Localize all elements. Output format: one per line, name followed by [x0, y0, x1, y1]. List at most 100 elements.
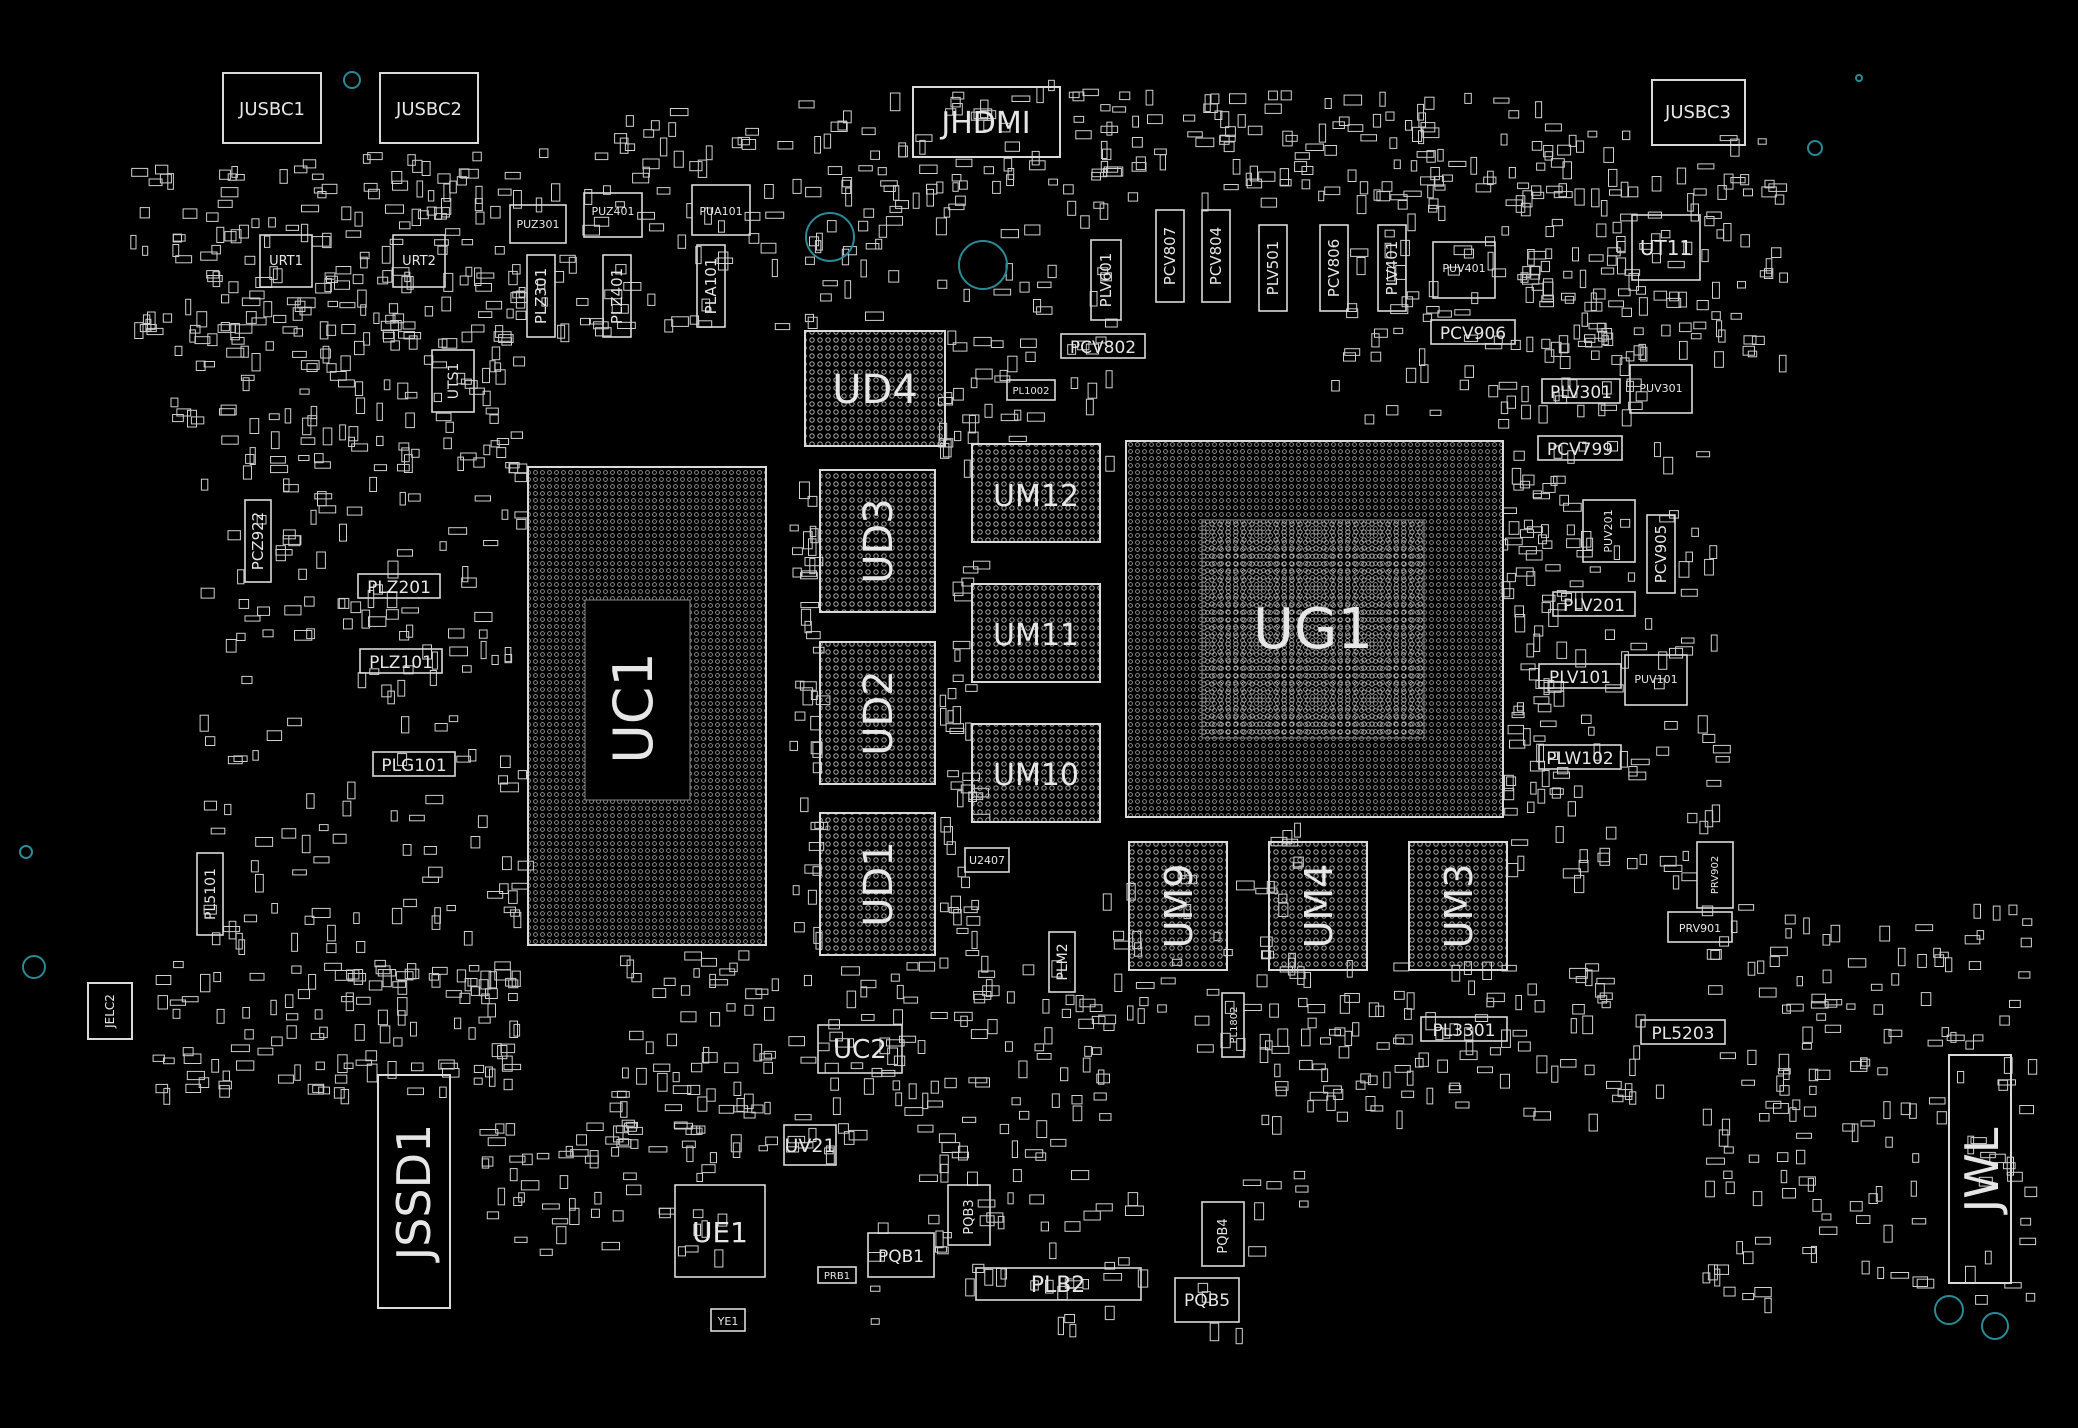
passive-component — [1715, 756, 1730, 763]
passive-component — [437, 173, 451, 184]
passive-component — [391, 171, 403, 184]
passive-component — [957, 790, 964, 808]
passive-component — [1214, 110, 1223, 120]
passive-component — [1050, 1138, 1067, 1147]
passive-component — [424, 306, 434, 317]
passive-component — [226, 347, 245, 358]
passive-component — [733, 1081, 742, 1096]
passive-component — [760, 242, 777, 254]
passive-component — [745, 988, 763, 1000]
passive-component — [411, 448, 420, 458]
passive-component — [805, 186, 822, 198]
passive-component — [1387, 266, 1396, 282]
passive-component — [343, 1062, 354, 1069]
passive-component — [241, 297, 261, 307]
passive-component — [1768, 183, 1788, 192]
passive-component — [481, 1158, 490, 1169]
passive-component — [649, 223, 665, 232]
passive-component — [1769, 956, 1780, 967]
passive-component — [1529, 266, 1541, 280]
jwl-label: JWL — [1955, 1127, 2009, 1215]
passive-component — [284, 994, 294, 1008]
passive-component — [672, 1072, 680, 1083]
passive-component — [973, 993, 986, 1004]
passive-component — [792, 547, 803, 556]
passive-component — [341, 206, 352, 221]
passive-component — [1487, 170, 1494, 186]
passive-component — [434, 907, 441, 924]
passive-component — [1751, 335, 1765, 345]
passive-component — [1629, 1091, 1637, 1105]
passive-component — [504, 171, 521, 180]
passive-component — [271, 1036, 283, 1047]
passive-component — [764, 184, 774, 199]
passive-component — [1512, 1029, 1528, 1037]
memory-chips[interactable]: UD4 UD3 UD2 UD1 UM12 UM11 UM10 UM9 UM4 U… — [804, 330, 1508, 971]
passive-component — [1621, 409, 1632, 427]
passive-component — [1320, 1037, 1331, 1045]
passive-component — [244, 255, 256, 265]
passive-component — [1633, 327, 1644, 336]
passive-component — [474, 198, 483, 212]
passive-component — [249, 290, 265, 300]
passive-component — [1147, 114, 1163, 125]
passive-component — [559, 1175, 569, 1189]
passive-component — [376, 402, 383, 421]
passive-component — [1329, 1028, 1341, 1036]
passive-component — [486, 1211, 500, 1220]
passive-component — [294, 1064, 301, 1081]
uc1-cpu[interactable]: UC1 — [527, 466, 767, 946]
passive-component — [1628, 272, 1639, 291]
passive-component — [701, 1164, 716, 1174]
passive-component — [1712, 744, 1731, 754]
passive-component — [950, 781, 964, 790]
passive-component — [185, 1083, 202, 1094]
passive-component — [814, 136, 822, 154]
passive-component — [1442, 1028, 1451, 1039]
ug1-gpu[interactable]: UG1 — [1125, 440, 1504, 818]
passive-component — [1229, 93, 1247, 105]
passive-component — [287, 717, 302, 727]
passive-component — [322, 232, 332, 249]
passive-component — [1522, 273, 1540, 285]
passive-component — [1709, 545, 1718, 560]
passive-component — [948, 203, 965, 211]
passive-component — [434, 207, 443, 220]
passive-component — [429, 670, 437, 686]
passive-component — [786, 1146, 800, 1153]
passive-component — [611, 1147, 620, 1157]
passive-component — [971, 930, 978, 950]
passive-component — [1154, 148, 1167, 156]
passive-component — [899, 1035, 917, 1043]
passive-component — [1085, 398, 1094, 416]
passive-component — [189, 324, 201, 334]
passive-component — [320, 348, 331, 359]
passive-component — [155, 1083, 169, 1094]
passive-component — [387, 1061, 397, 1079]
passive-component — [1344, 993, 1360, 1003]
passive-component — [799, 481, 810, 500]
passive-component — [1508, 521, 1520, 535]
passive-component — [977, 1199, 996, 1208]
passive-component — [965, 1278, 975, 1297]
passive-component — [801, 570, 817, 577]
passive-component — [1725, 1181, 1735, 1195]
passive-component — [1708, 985, 1723, 995]
passive-component — [1119, 91, 1131, 101]
passive-component — [477, 815, 488, 828]
passive-component — [689, 315, 700, 325]
passive-component — [411, 1062, 424, 1072]
passive-component — [1542, 594, 1556, 602]
passive-component — [951, 174, 962, 182]
passive-component — [402, 844, 412, 856]
passive-component — [999, 122, 1011, 133]
passive-component — [475, 211, 485, 225]
passive-component — [1538, 405, 1548, 424]
power-components[interactable]: UE1 UC2 UV21 UT11 PLB2 PQB1 PQB3 PQB4 PQ… — [196, 184, 1734, 1332]
connectors[interactable]: JHDMI JUSBC1 JUSBC2 JUSBC3 JSSD1 JWL JEL… — [87, 72, 2012, 1309]
passive-component — [1933, 947, 1941, 958]
passive-component — [270, 999, 277, 1016]
passive-component — [1294, 822, 1301, 838]
passive-component — [1550, 475, 1558, 486]
passive-component — [2009, 999, 2021, 1009]
